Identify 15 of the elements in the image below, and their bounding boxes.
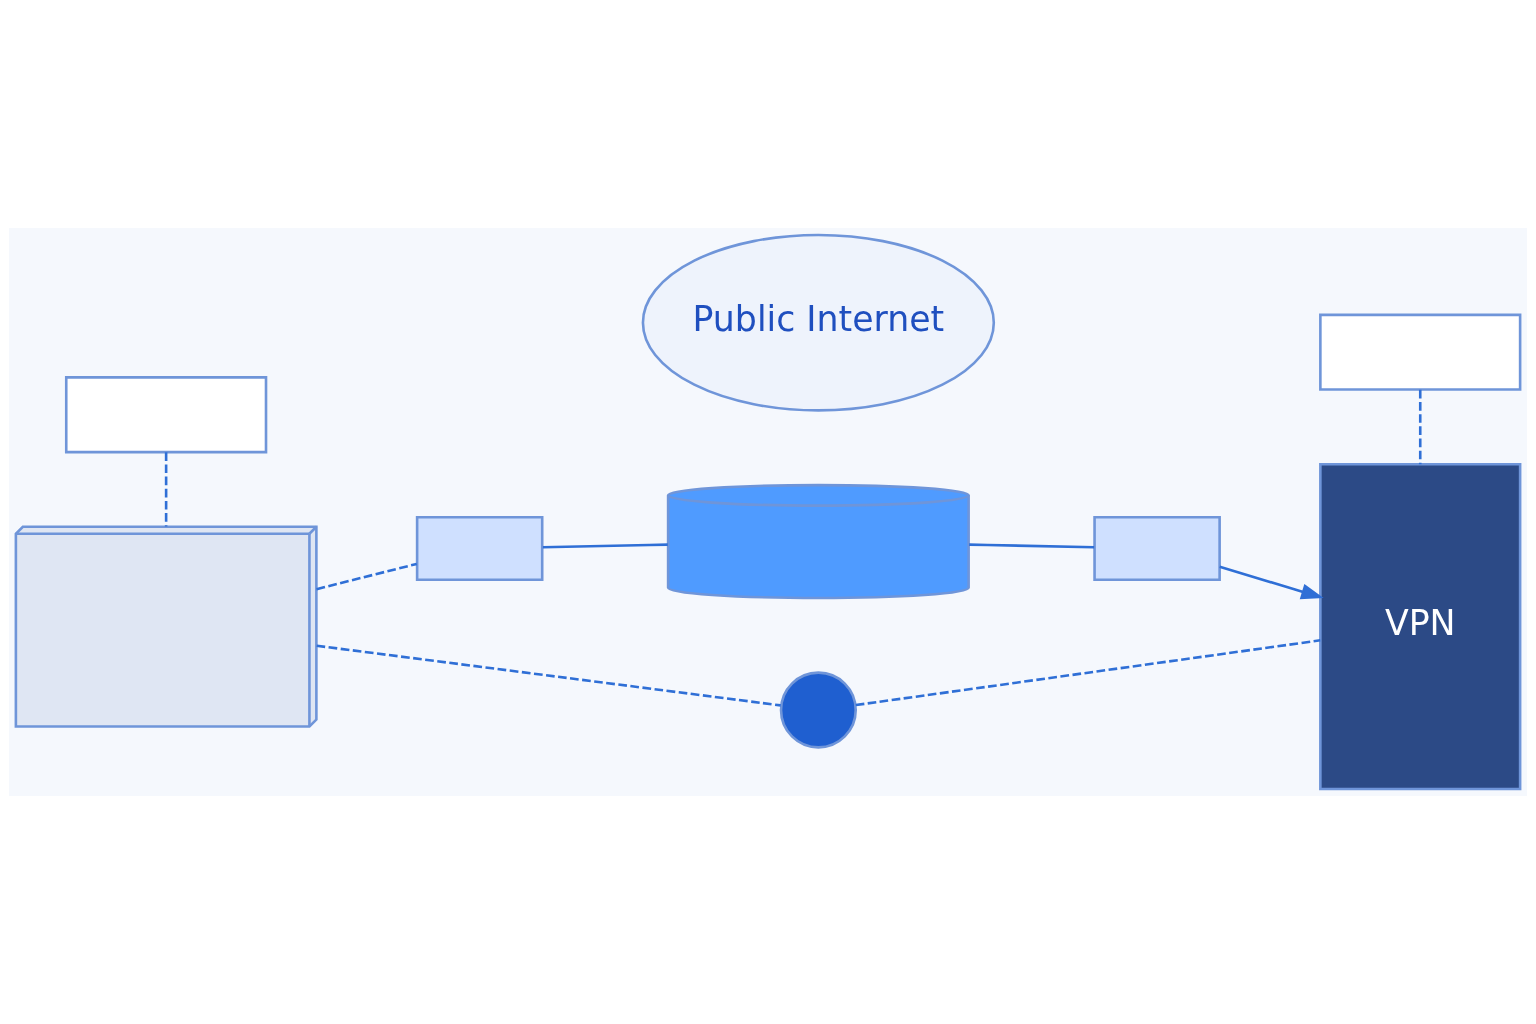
connector — [855, 639, 1321, 707]
connector — [164, 452, 168, 527]
arrow — [1219, 565, 1324, 600]
node-box — [415, 515, 544, 582]
connector — [316, 562, 418, 591]
connector — [542, 543, 668, 549]
connector — [1418, 389, 1422, 465]
node-box: VPN — [1319, 462, 1522, 791]
node-box — [64, 376, 268, 454]
connector — [316, 644, 781, 707]
node-box — [1093, 515, 1221, 582]
node-ellipse: Public Internet — [641, 233, 996, 412]
node-circle — [779, 671, 858, 749]
connector — [969, 543, 1095, 549]
node-box — [1319, 313, 1522, 391]
